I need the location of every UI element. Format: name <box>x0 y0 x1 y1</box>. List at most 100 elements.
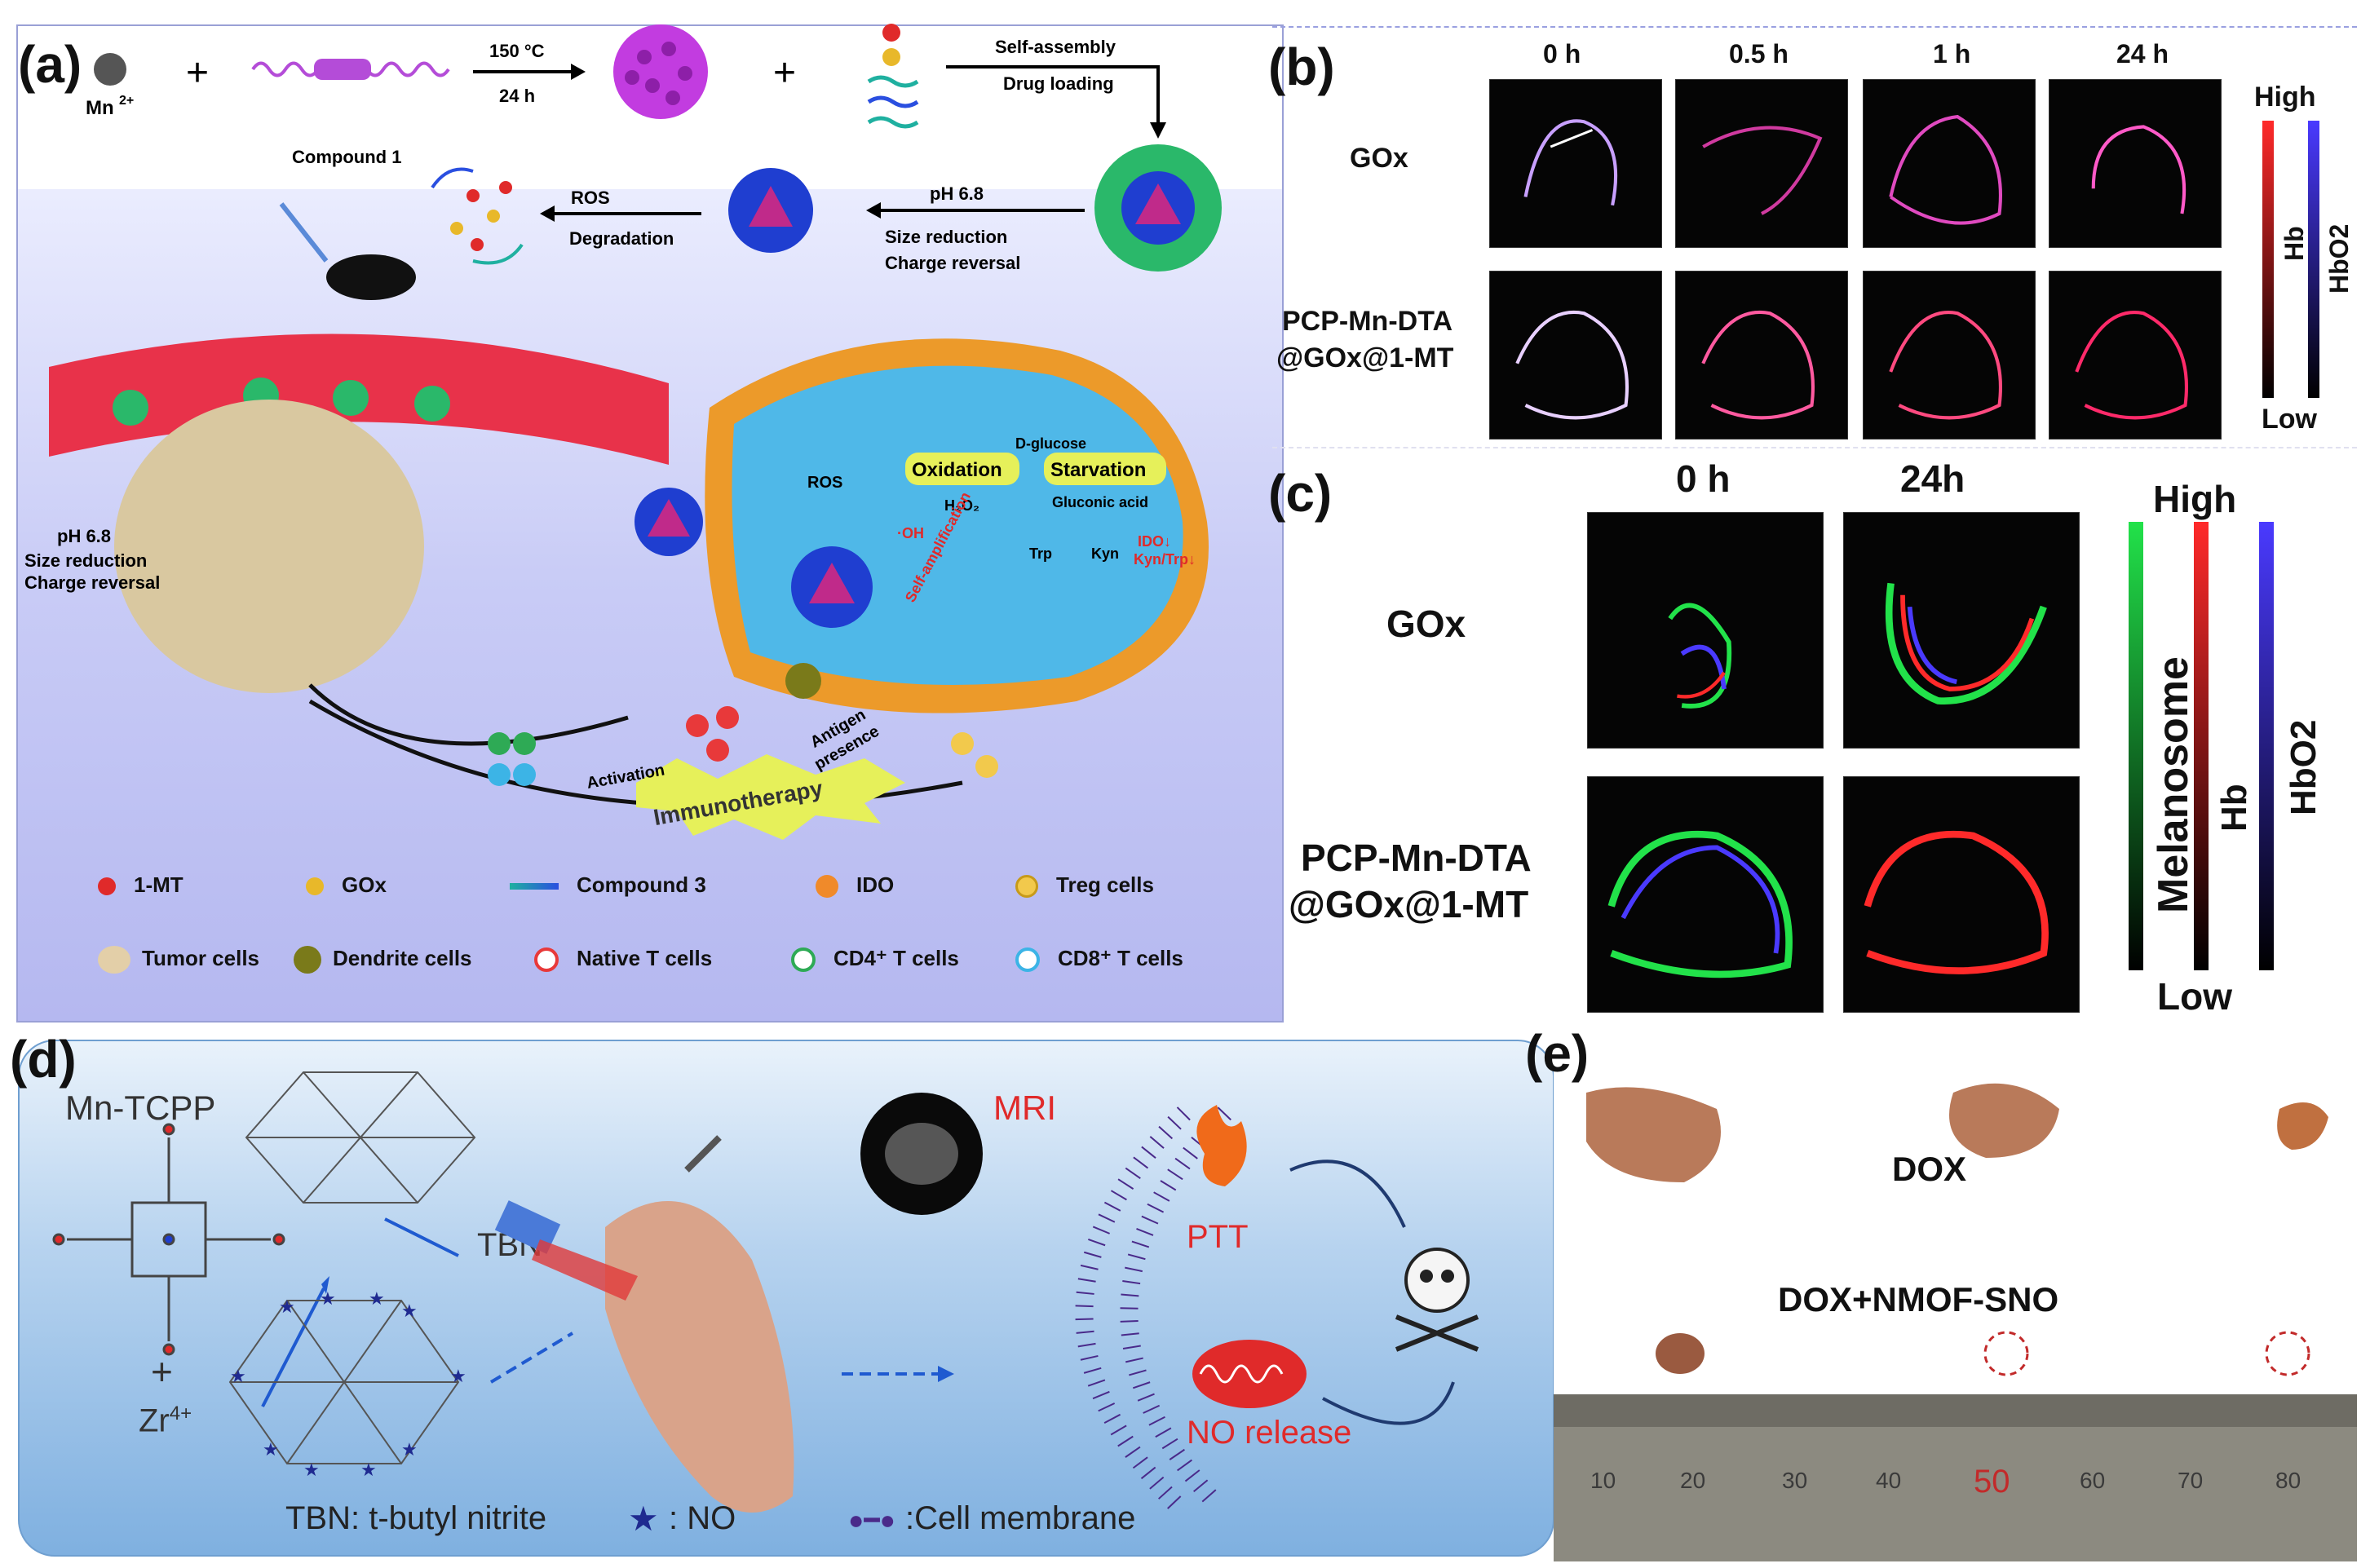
tumor-combo-2-icon <box>1983 1331 2029 1376</box>
tumor-mass-icon <box>114 400 424 693</box>
c-high: High <box>2153 478 2237 520</box>
pcp-particle-icon <box>613 24 708 119</box>
legend-dendrite: Dendrite cells <box>294 946 472 974</box>
svg-text:Starvation: Starvation <box>1050 459 1146 481</box>
c-hbo2-label: HbO2 <box>2284 719 2324 815</box>
tumor-dox-2-icon <box>1949 1083 2059 1158</box>
legend-tumor: Tumor cells <box>98 946 259 974</box>
svg-text:24 h: 24 h <box>499 86 535 106</box>
legend-ido: IDO <box>816 872 894 899</box>
degraded-fragments-icon <box>431 167 524 265</box>
c-time-1: 24h <box>1900 457 1965 500</box>
b-hbo2-label: HbO2 <box>2324 223 2354 294</box>
ruler-scale: 10 20 30 40 50 60 70 80 <box>1574 1464 2341 1500</box>
svg-text:Size reduction: Size reduction <box>885 227 1007 247</box>
legend-compound3: Compound 3 <box>510 872 706 898</box>
c-hb-colorbar <box>2194 522 2209 970</box>
b-hb-label: Hb <box>2279 226 2309 261</box>
injection-syringe-icon <box>684 1135 722 1173</box>
syringe-icon <box>279 202 329 263</box>
b-image-pcp-1h <box>1863 271 2036 439</box>
b-row-pcp: PCP-Mn-DTA <box>1282 306 1453 337</box>
b-image-pcp-24h <box>2049 271 2222 439</box>
laser-device-icon <box>494 1200 561 1254</box>
mof-framework-icon <box>245 1071 476 1204</box>
legend-native-t: Native T cells <box>534 946 712 973</box>
panel-a-label: (a) <box>18 35 82 94</box>
c-time-0: 0 h <box>1676 457 1731 500</box>
ruler-mark: 30 <box>1782 1468 1808 1493</box>
svg-text:+: + <box>773 51 796 95</box>
b-hbo2-colorbar <box>2308 121 2319 398</box>
d-mri: MRI <box>993 1089 1056 1127</box>
legend-1-mt: 1-MT <box>98 872 183 898</box>
b-hb-colorbar <box>2262 121 2274 398</box>
ruler-mark: 80 <box>2275 1468 2301 1493</box>
ruler-mark: 70 <box>2178 1468 2204 1493</box>
svg-text:pH 6.8: pH 6.8 <box>930 183 984 204</box>
svg-text:Size reduction: Size reduction <box>24 550 147 571</box>
svg-text:Compound 1: Compound 1 <box>292 147 401 167</box>
native-t-cell-icon <box>534 947 559 973</box>
d-footer-membrane: :Cell membrane <box>905 1500 1136 1536</box>
c-image-gox-24h <box>1843 512 2080 749</box>
svg-text:★: ★ <box>450 1366 466 1386</box>
c-row-pcp: PCP-Mn-DTA <box>1301 837 1532 879</box>
panel-d-label: (d) <box>10 1030 77 1089</box>
c-melanosome-label: Melanosome <box>2150 656 2197 913</box>
panel-a-legend: 1-MT GOx Compound 3 IDO Treg cells Tumor… <box>98 864 1256 1003</box>
svg-text:ROS: ROS <box>807 474 842 492</box>
d-footer-tbn: TBN: t-butyl nitrite <box>285 1500 547 1536</box>
svg-text:Degradation: Degradation <box>569 228 674 249</box>
svg-text:★: ★ <box>303 1460 320 1480</box>
ruler-mark: 60 <box>2080 1468 2106 1493</box>
c-hbo2-colorbar <box>2259 522 2274 970</box>
e-dox-label: DOX <box>1892 1150 1967 1188</box>
svg-text:+: + <box>186 51 209 95</box>
panel-c-label: (c) <box>1268 464 1333 523</box>
svg-text:Oxidation: Oxidation <box>912 459 1002 481</box>
cd8-t-cell-icon <box>1015 947 1040 973</box>
b-row-gox: GOx <box>1350 143 1408 174</box>
compound1-rod-icon <box>314 59 371 80</box>
b-image-pcp-05h <box>1675 271 1848 439</box>
cd4-t-cell-icon <box>791 947 816 973</box>
tumor-dox-1-icon <box>1586 1087 1721 1182</box>
tumor-combo-1-icon <box>1656 1333 1705 1374</box>
legend-gox: GOx <box>306 872 387 898</box>
svg-text:Trp: Trp <box>1029 545 1052 562</box>
1-mt-dot-icon <box>98 877 116 896</box>
b-high: High <box>2254 82 2316 113</box>
panel-e-photo <box>1554 1083 2357 1561</box>
tumor-combo-3-icon <box>2265 1331 2310 1376</box>
ruler-mark: 40 <box>1876 1468 1902 1493</box>
svg-text:D-glucose: D-glucose <box>1015 435 1086 452</box>
c-melanosome-colorbar <box>2129 522 2143 970</box>
b-time-2: 1 h <box>1933 39 1971 68</box>
svg-text:Self-assembly: Self-assembly <box>995 37 1116 57</box>
svg-text:★: ★ <box>263 1439 279 1460</box>
svg-text:Kyn: Kyn <box>1091 545 1119 562</box>
svg-text:IDO↓: IDO↓ <box>1138 533 1171 550</box>
immunotherapy-burst-icon <box>636 754 905 840</box>
b-low: Low <box>2262 404 2317 435</box>
mouse-icon <box>326 254 416 300</box>
svg-text:Gluconic acid: Gluconic acid <box>1052 494 1148 510</box>
ruler-mark: 50 <box>1974 1464 2010 1500</box>
panel-d-illustration: ★★★★ ★★★★★★ <box>52 1071 1479 1513</box>
b-image-gox-24h <box>2049 79 2222 248</box>
ido-blob-icon <box>816 875 838 899</box>
panel-b-divider <box>1272 26 2357 29</box>
mn-ion-icon <box>94 53 126 86</box>
legend-treg: Treg cells <box>1015 872 1154 899</box>
svg-text:·OH: ·OH <box>897 525 924 541</box>
d-star-icon: ★ <box>628 1500 659 1538</box>
svg-text:Mn: Mn <box>86 97 114 119</box>
b-image-gox-1h <box>1863 79 2036 248</box>
ruler-mark: 20 <box>1680 1468 1706 1493</box>
compound3-wave-icon <box>510 883 559 890</box>
svg-text:★: ★ <box>230 1366 246 1386</box>
svg-text:Charge reversal: Charge reversal <box>885 253 1020 273</box>
d-footer-no: : NO <box>669 1500 736 1536</box>
treg-cell-icon <box>1015 875 1038 899</box>
